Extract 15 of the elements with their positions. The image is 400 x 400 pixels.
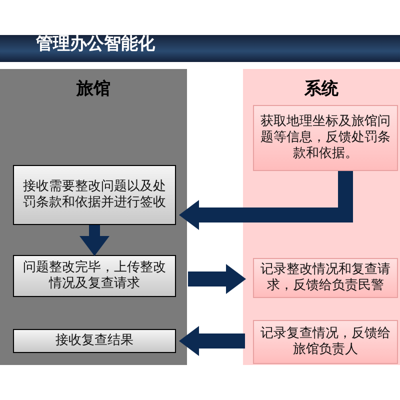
block-arrow <box>179 326 245 356</box>
process-box: 获取地理坐标及旅馆问题等信息，反馈处罚条款和依据。 <box>253 105 398 171</box>
process-box: 问题整改完毕，上传整改情况及复查请求 <box>13 255 176 297</box>
process-box: 接收复查结果 <box>13 329 176 353</box>
process-box: 接收需要整改问题以及处罚条款和依据并进行签收 <box>13 165 176 225</box>
block-arrow <box>179 171 353 230</box>
lane-panel <box>0 69 187 365</box>
lane-heading: 旅馆 <box>75 78 112 100</box>
lane-heading: 系统 <box>304 78 340 100</box>
title: 管理办公智能化 <box>36 34 155 54</box>
lane-panel <box>243 69 400 365</box>
block-arrow <box>188 264 246 294</box>
process-box: 记录整改情况和复查请求，反馈给负责民警 <box>253 258 398 298</box>
process-box: 记录复查情况，反馈给旅馆负责人 <box>253 320 398 364</box>
block-arrow <box>80 225 110 256</box>
